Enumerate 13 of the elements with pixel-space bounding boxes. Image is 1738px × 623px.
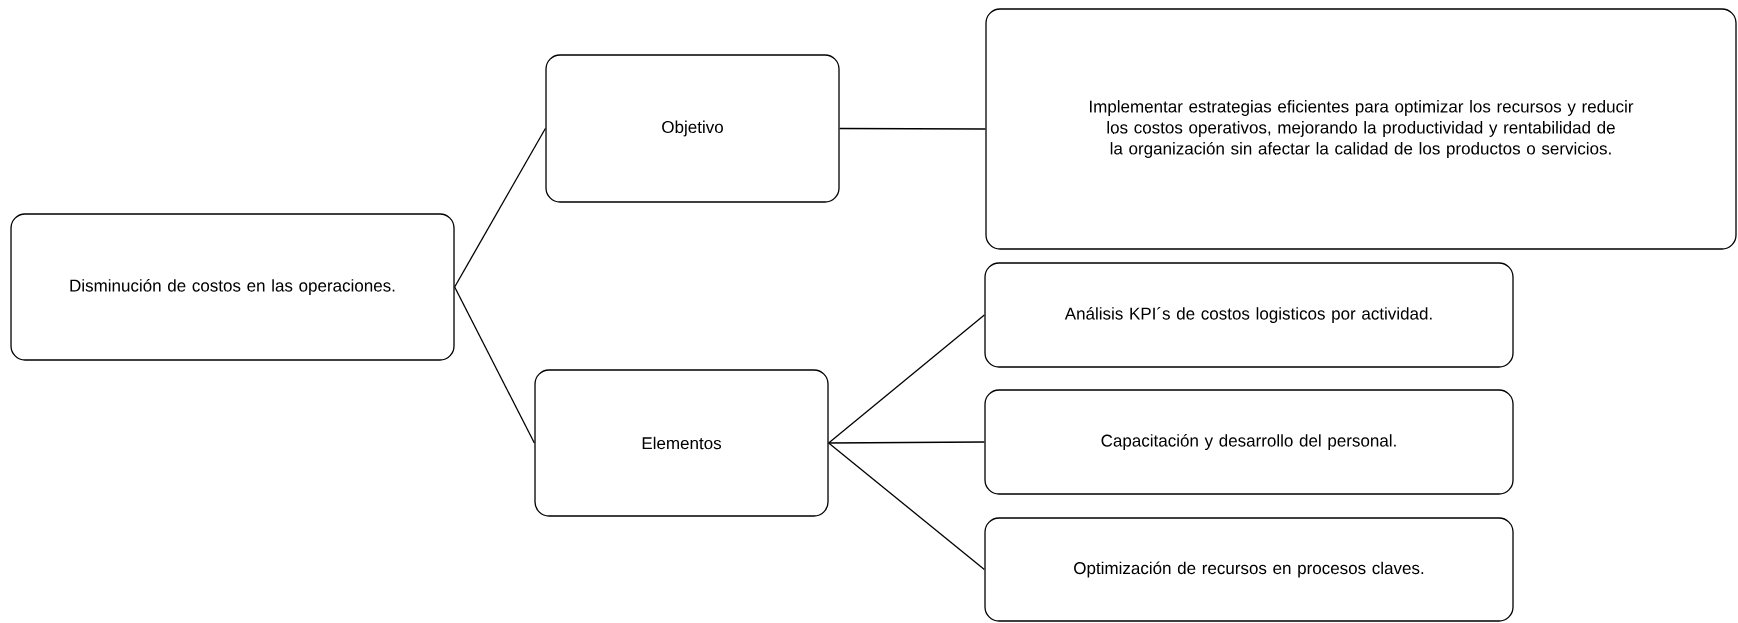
text-box: Análisis KPI´s de costos logisticos por actividad. bbox=[984, 262, 1514, 368]
text-box: Elementos bbox=[534, 369, 829, 517]
text-box: Disminución de costos en las operaciones. bbox=[10, 213, 455, 361]
connector-line bbox=[839, 127, 986, 130]
connector-line bbox=[454, 127, 546, 288]
text-box: Implementar estrategias eficientes para optimizar los recursos y reducir los costos operativos, mejorando la productividad y rentabilidad de la organización sin afectar la calidad de los productos o servicios. bbox=[985, 8, 1737, 250]
connector-line bbox=[828, 442, 985, 571]
text-box: Capacitación y desarrollo del personal. bbox=[984, 389, 1514, 495]
connector-line bbox=[828, 441, 985, 444]
connector-line bbox=[454, 286, 535, 444]
text-box: Objetivo bbox=[545, 54, 840, 203]
connector-line bbox=[828, 314, 985, 444]
text-box: Optimización de recursos en procesos claves. bbox=[984, 517, 1514, 622]
